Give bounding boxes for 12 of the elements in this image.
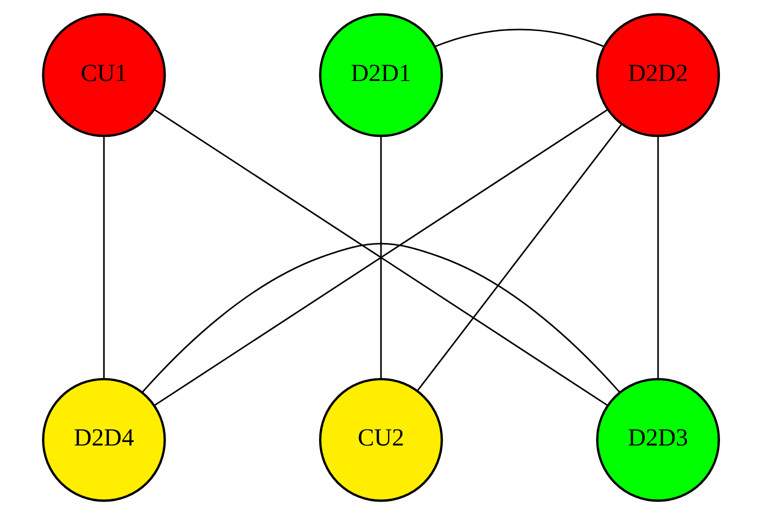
connector — [380, 136, 382, 379]
connector — [103, 136, 105, 379]
node-circle: D2D4 — [42, 378, 166, 502]
node-circle: D2D2 — [596, 13, 720, 138]
connector — [142, 242, 620, 393]
connector — [657, 136, 659, 379]
node-circle: D2D1 — [319, 13, 443, 138]
node-circle: D2D3 — [596, 378, 720, 502]
node-circle: CU1 — [42, 13, 166, 138]
connector — [416, 124, 622, 392]
node-circle: CU2 — [319, 378, 443, 502]
connector — [434, 28, 604, 48]
